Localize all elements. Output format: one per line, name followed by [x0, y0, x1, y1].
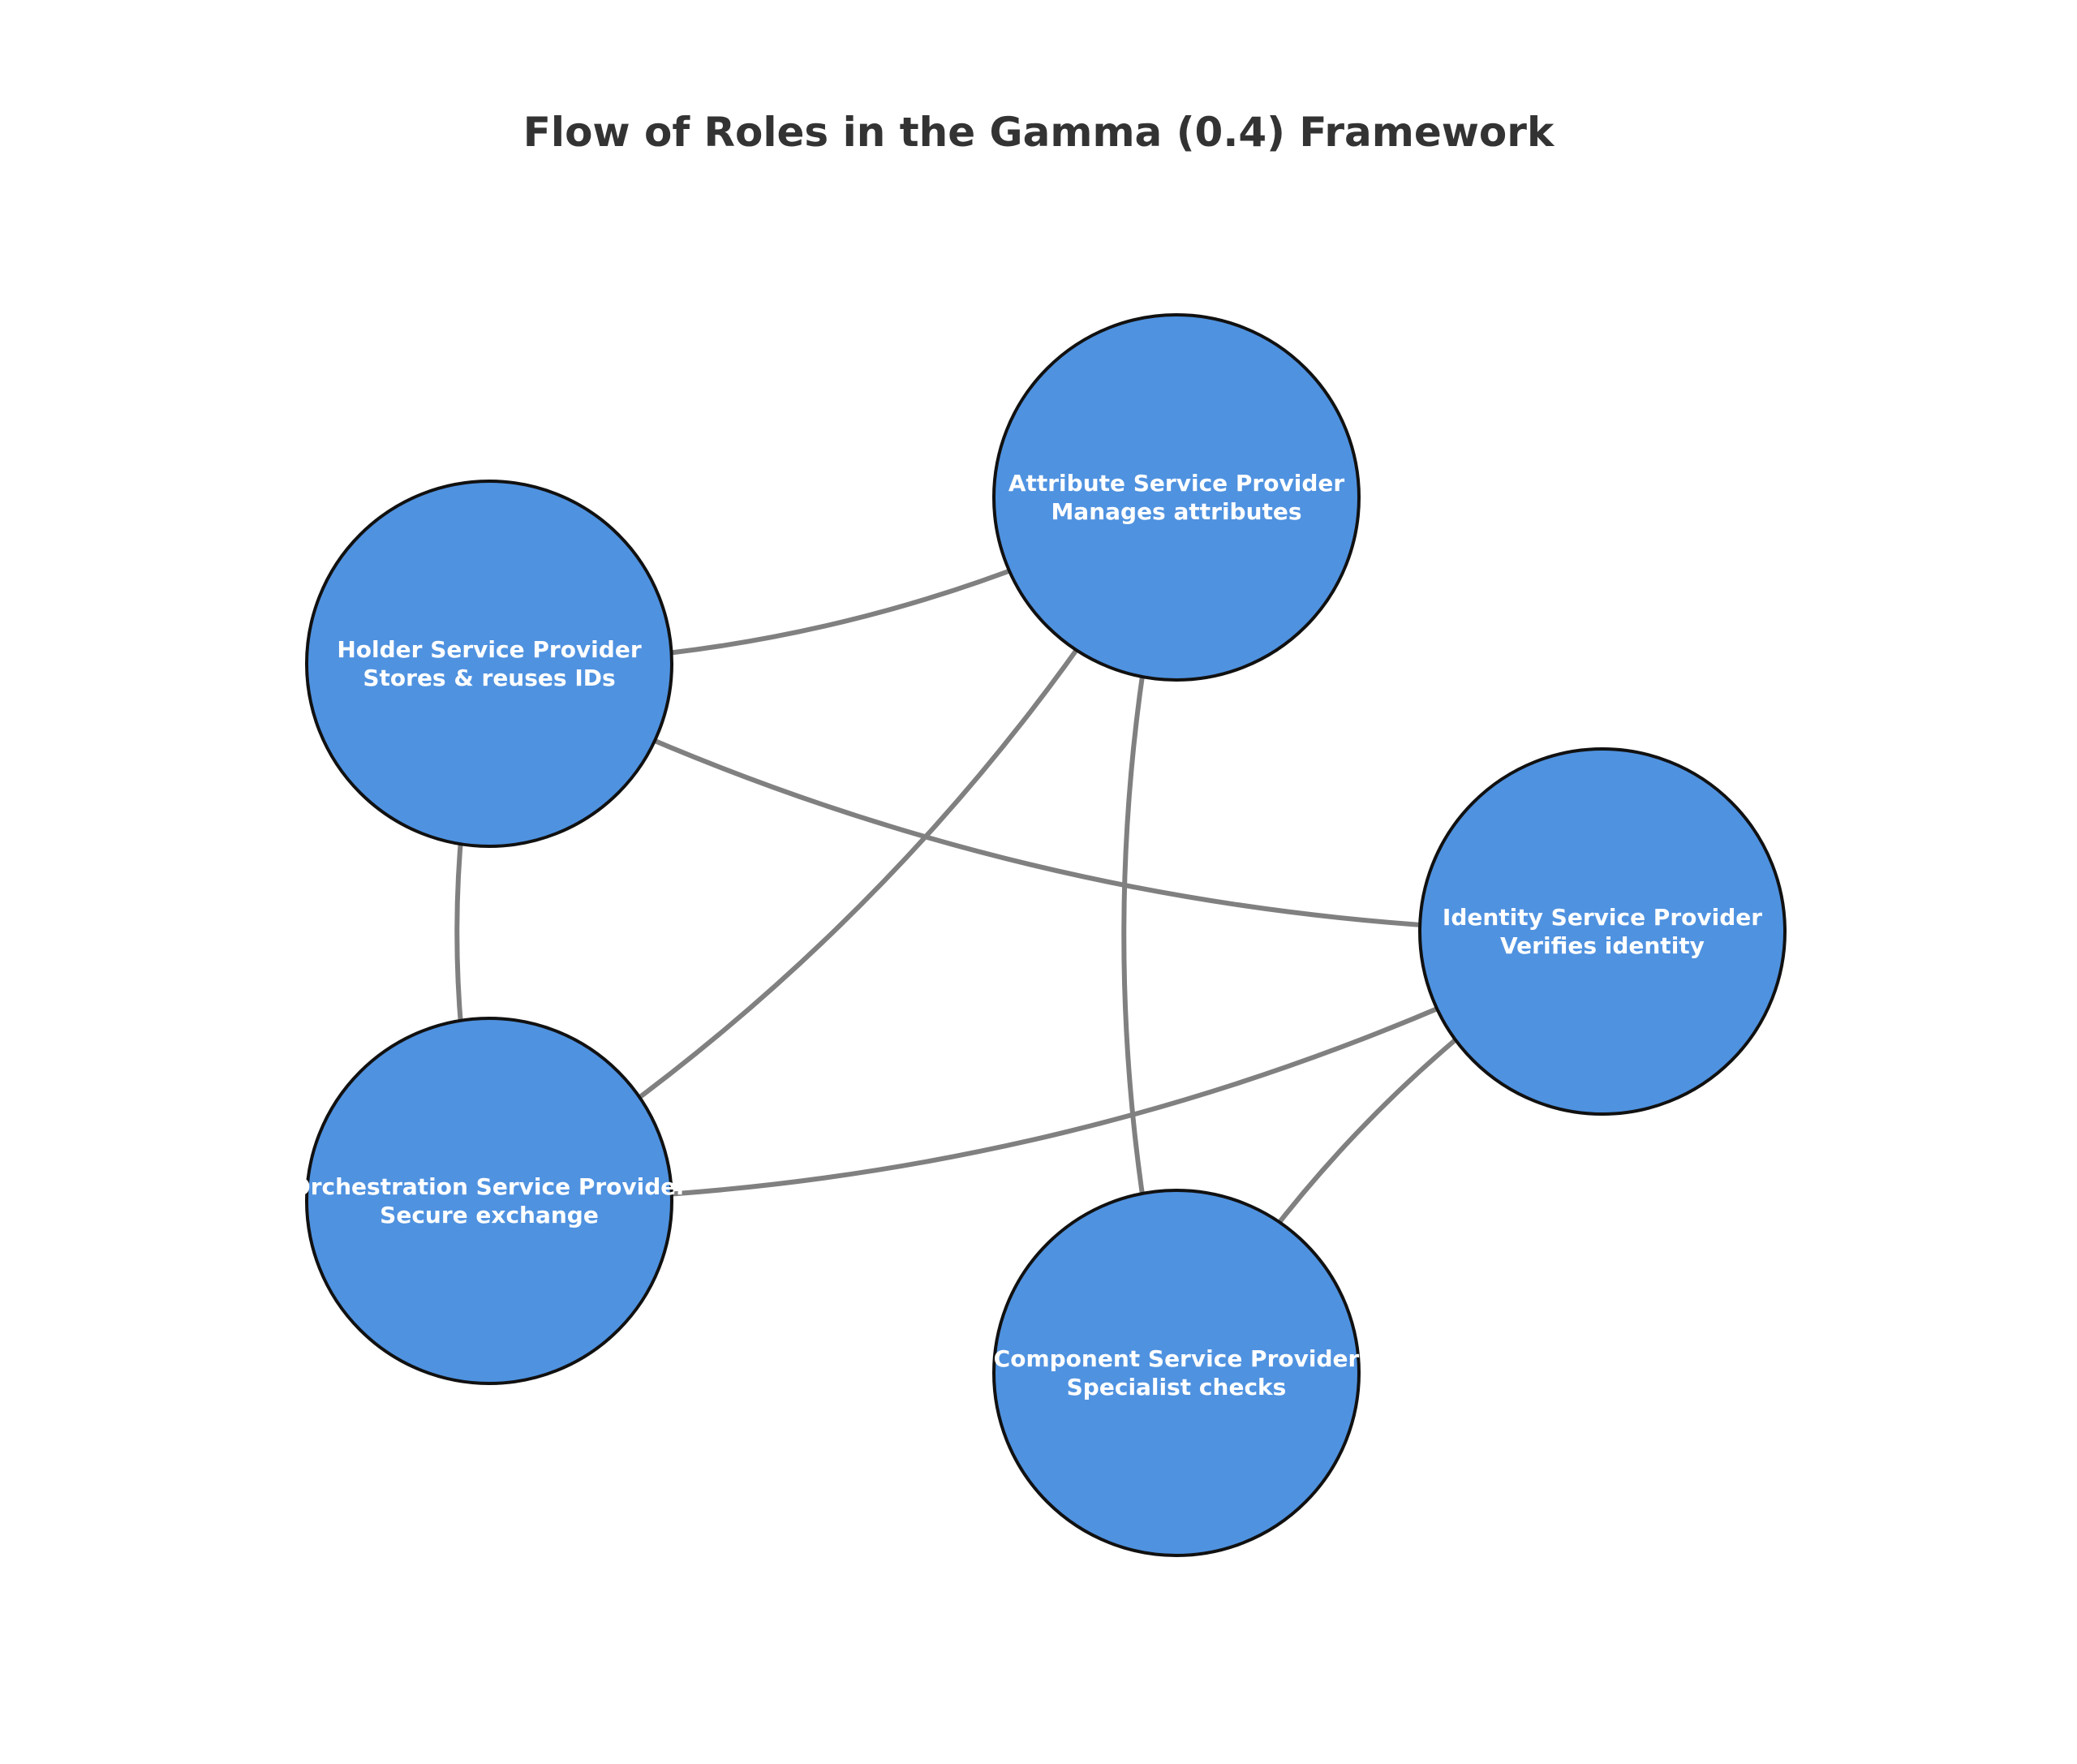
node-holder-description: Stores & reuses IDs — [363, 665, 615, 691]
diagram-title: Flow of Roles in the Gamma (0.4) Framewo… — [523, 109, 1555, 156]
node-attribute-description: Manages attributes — [1051, 498, 1301, 525]
node-component-name: Component Service Provider — [994, 1345, 1360, 1372]
node-identity-name: Identity Service Provider — [1443, 904, 1762, 931]
node-attribute-name: Attribute Service Provider — [1008, 470, 1345, 497]
node-component-circle — [992, 1189, 1361, 1557]
node-identity-description: Verifies identity — [1500, 932, 1705, 959]
node-identity-circle — [1418, 747, 1787, 1116]
node-holder-name: Holder Service Provider — [337, 636, 641, 663]
node-orchestration-name: Orchestration Service Provider — [291, 1173, 687, 1200]
node-orchestration-description: Secure exchange — [380, 1202, 599, 1228]
node-holder-circle — [305, 480, 673, 848]
node-component-description: Specialist checks — [1067, 1374, 1287, 1400]
node-attribute-circle — [992, 313, 1361, 682]
node-orchestration-circle — [305, 1017, 673, 1385]
